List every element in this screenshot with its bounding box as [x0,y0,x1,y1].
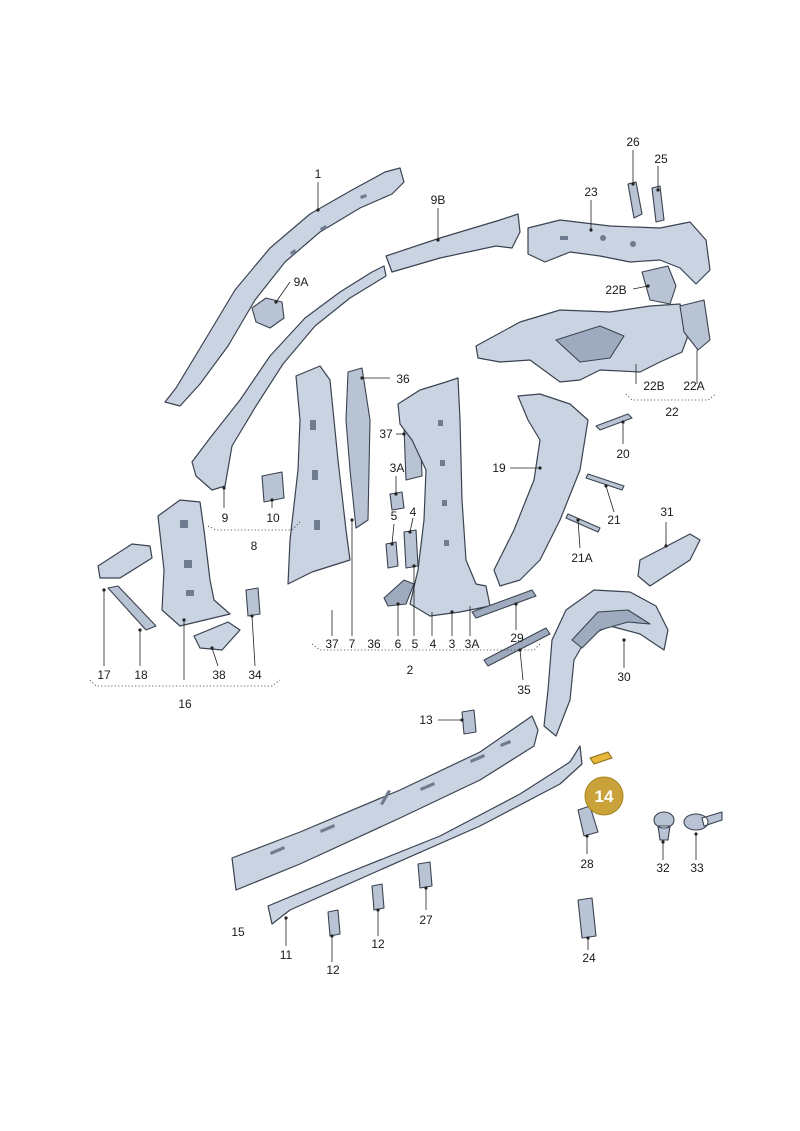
part-19-c-pillar [493,393,589,587]
label-36-top: 36 [396,372,410,386]
label-20: 20 [616,447,630,461]
part-10-plate [261,471,285,503]
part-33-push-pin [683,811,723,831]
part-26-strip [627,181,643,219]
label-9: 9 [222,511,229,525]
label-26: 26 [626,135,640,149]
label-34: 34 [248,668,262,682]
label-23: 23 [584,185,598,199]
label-2: 2 [407,663,414,677]
label-5-top: 5 [391,509,398,523]
label-6: 6 [395,637,402,651]
part-9a-bracket [251,297,285,329]
label-22: 22 [665,405,679,419]
part-9-inner-pillar [191,265,387,491]
label-28: 28 [580,857,594,871]
label-21: 21 [607,513,621,527]
part-34-bracket [245,587,261,617]
part-11-sill-outer [267,745,583,925]
label-15: 15 [231,925,245,939]
label-37-top: 37 [379,427,393,441]
part-16-a-pillar-lower [157,499,231,627]
label-9a: 9A [294,275,309,289]
label-32: 32 [656,861,670,875]
label-22a: 22A [683,379,704,393]
part-5-piece [385,541,399,569]
part-12-clip-b [327,909,341,937]
label-33: 33 [690,861,704,875]
label-11: 11 [280,948,293,962]
part-9b-roof-rail [385,213,521,273]
label-1: 1 [315,167,322,181]
part-32-grommet [653,811,675,841]
label-22b-bottom: 22B [643,379,664,393]
highlight-badge-14: 14 [584,776,624,816]
label-9b: 9B [431,193,446,207]
part-29-strip [471,589,537,619]
part-20-clip [595,413,633,431]
label-4-top: 4 [410,505,417,519]
label-3a-bottom: 3A [465,637,480,651]
label-3: 3 [449,637,456,651]
label-5-bottom: 5 [412,637,419,651]
label-35: 35 [517,683,531,697]
group-brackets [89,393,717,687]
label-37-bottom: 37 [325,637,339,651]
part-24-bump-stop [577,897,597,939]
label-30: 30 [617,670,631,684]
part-23-rear-quarter-inner [527,219,711,285]
part-17-bracket [97,543,153,579]
label-21a: 21A [571,551,592,565]
part-22a-end-piece [679,299,711,351]
label-18: 18 [134,668,148,682]
part-7-b-pillar-inner [287,365,351,585]
leader-lines [102,150,698,962]
label-16: 16 [178,697,192,711]
label-17: 17 [97,668,111,682]
part-38-plate [193,621,241,651]
part-18-strut [107,585,157,631]
label-12-a: 12 [371,937,385,951]
part-1-a-pillar-rail [164,167,405,407]
part-25-strip [651,185,665,223]
label-8: 8 [251,539,258,553]
part-3a-bracket [389,491,405,511]
label-13: 13 [419,713,433,727]
label-10: 10 [266,511,280,525]
label-12-b: 12 [326,963,340,977]
part-12-clip-a [371,883,385,911]
label-7: 7 [349,637,356,651]
part-30-wheel-housing [543,589,669,737]
part-35-strip [483,627,551,667]
part-28-bracket [577,805,599,837]
part-13-clip [461,709,477,735]
label-3a-top: 3A [390,461,405,475]
part-15-sill-inner [231,715,539,891]
label-25: 25 [654,152,668,166]
label-4-bottom: 4 [430,637,437,651]
label-19: 19 [492,461,506,475]
badge-14-text: 14 [595,787,614,806]
part-3-b-pillar-outer [397,377,491,617]
part-22b-upper-bracket [641,265,677,305]
part-27-clip [417,861,433,889]
label-38: 38 [212,668,226,682]
label-31: 31 [660,505,674,519]
label-24: 24 [582,951,596,965]
callout-labels: 1 9B 23 26 25 9A 22B 36 37 3A 5 4 19 20 … [97,135,704,977]
part-31-bracket [637,533,701,587]
label-36-bottom: 36 [367,637,381,651]
part-6-wedge [383,579,415,607]
label-22b-top: 22B [605,283,626,297]
part-36-narrow-pillar [345,367,371,529]
label-27: 27 [419,913,433,927]
part-21a-clip [565,513,601,533]
label-29: 29 [510,631,524,645]
part-4-piece [403,529,419,569]
part-14-highlighted [589,751,613,765]
part-21-clip [585,473,625,491]
